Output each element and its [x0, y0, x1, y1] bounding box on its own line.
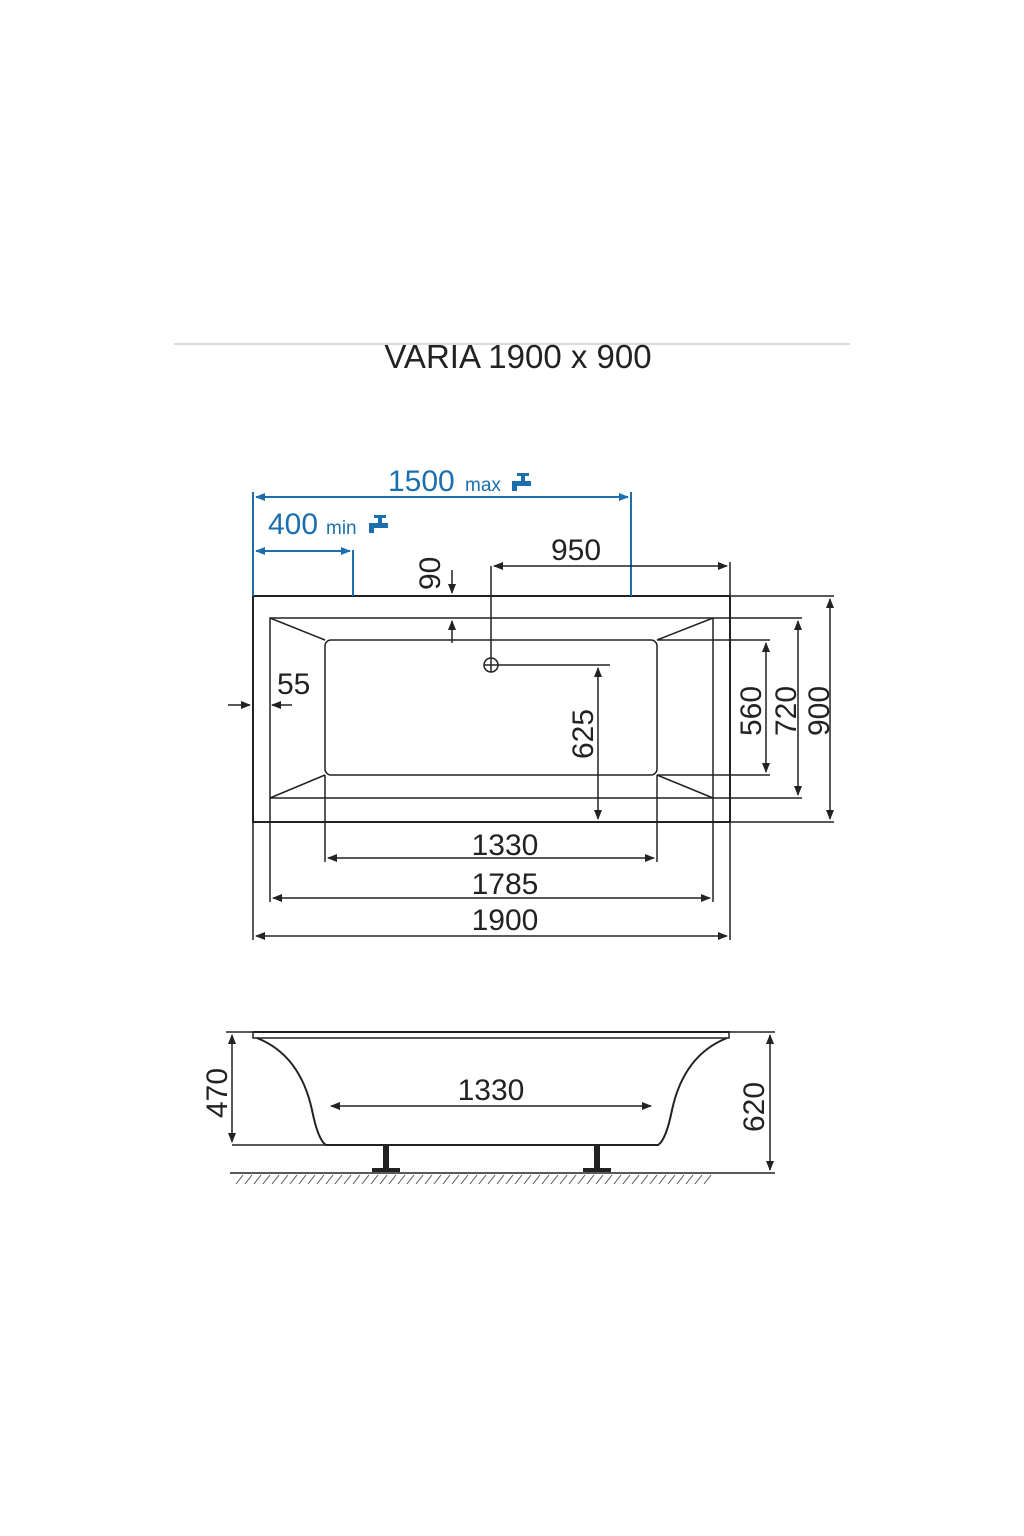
- hatch-mark: [397, 1174, 406, 1185]
- hatch-mark: [640, 1174, 649, 1185]
- hatch-mark: [703, 1174, 712, 1185]
- faucet-icon: [369, 515, 388, 533]
- drain-distance-label: 950: [551, 534, 601, 567]
- top-view: 1500 max 400 min 950 90 55: [228, 465, 836, 940]
- bevel-line: [656, 774, 714, 799]
- hatch-mark: [649, 1174, 658, 1185]
- hatch-mark: [541, 1174, 550, 1185]
- floor-hatch: [235, 1174, 712, 1185]
- hatch-mark: [523, 1174, 532, 1185]
- drain-offset-label: 90: [414, 557, 447, 590]
- hatch-mark: [298, 1174, 307, 1185]
- hatch-mark: [289, 1174, 298, 1185]
- hatch-mark: [496, 1174, 505, 1185]
- total-height-label: 620: [738, 1082, 771, 1132]
- drain-icon: [483, 657, 499, 673]
- hatch-mark: [658, 1174, 667, 1185]
- faucet-max-unit: max: [465, 475, 501, 496]
- hatch-mark: [379, 1174, 388, 1185]
- hatch-mark: [559, 1174, 568, 1185]
- hatch-mark: [361, 1174, 370, 1185]
- hatch-mark: [694, 1174, 703, 1185]
- rim-edge: [252, 1032, 730, 1039]
- hatch-mark: [577, 1174, 586, 1185]
- faucet-min-unit: min: [326, 518, 357, 539]
- tub-height-label: 470: [201, 1068, 234, 1118]
- hatch-mark: [244, 1174, 253, 1185]
- bevel-line: [656, 617, 714, 641]
- hatch-mark: [388, 1174, 397, 1185]
- hatch-mark: [406, 1174, 415, 1185]
- overall-length-label: 1900: [472, 904, 539, 937]
- inner-top-width-label: 720: [770, 686, 803, 736]
- hatch-mark: [685, 1174, 694, 1185]
- faucet-min-value: 400: [268, 508, 318, 541]
- hatch-mark: [271, 1174, 280, 1185]
- hatch-mark: [550, 1174, 559, 1185]
- foot: [583, 1145, 611, 1172]
- hatch-mark: [595, 1174, 604, 1185]
- hatch-mark: [343, 1174, 352, 1185]
- hatch-mark: [316, 1174, 325, 1185]
- hatch-mark: [532, 1174, 541, 1185]
- inner-bottom-width-label: 560: [735, 686, 768, 736]
- foot: [372, 1145, 400, 1172]
- hatch-mark: [433, 1174, 442, 1185]
- side-view: 1330 470 620: [201, 1031, 775, 1185]
- hatch-mark: [631, 1174, 640, 1185]
- hatch-mark: [586, 1174, 595, 1185]
- inner-bottom-length-label: 1330: [472, 829, 539, 862]
- hatch-mark: [676, 1174, 685, 1185]
- inner-top-length-label: 1785: [472, 868, 539, 901]
- drain-edge-label: 625: [567, 709, 600, 759]
- hatch-mark: [667, 1174, 676, 1185]
- hatch-mark: [451, 1174, 460, 1185]
- faucet-max-value: 1500: [388, 465, 455, 498]
- bevel-line: [269, 774, 326, 799]
- hatch-mark: [325, 1174, 334, 1185]
- hatch-mark: [469, 1174, 478, 1185]
- hatch-mark: [604, 1174, 613, 1185]
- hatch-mark: [442, 1174, 451, 1185]
- tub-profile: [256, 1037, 728, 1146]
- hatch-mark: [568, 1174, 577, 1185]
- hatch-mark: [307, 1174, 316, 1185]
- hatch-mark: [478, 1174, 487, 1185]
- hatch-mark: [352, 1174, 361, 1185]
- overall-width-label: 900: [803, 686, 836, 736]
- hatch-mark: [415, 1174, 424, 1185]
- hatch-mark: [424, 1174, 433, 1185]
- hatch-mark: [370, 1174, 379, 1185]
- hatch-mark: [460, 1174, 469, 1185]
- hatch-mark: [235, 1174, 244, 1185]
- hatch-mark: [253, 1174, 262, 1185]
- hatch-mark: [505, 1174, 514, 1185]
- rim-width-label: 55: [277, 668, 310, 701]
- hatch-mark: [487, 1174, 496, 1185]
- hatch-mark: [622, 1174, 631, 1185]
- hatch-mark: [613, 1174, 622, 1185]
- bevel-line: [269, 617, 326, 641]
- hatch-mark: [280, 1174, 289, 1185]
- side-bottom-length-label: 1330: [458, 1074, 525, 1107]
- hatch-mark: [514, 1174, 523, 1185]
- page-title: VARIA 1900 x 900: [384, 338, 651, 375]
- faucet-icon: [512, 473, 531, 491]
- hatch-mark: [334, 1174, 343, 1185]
- hatch-mark: [262, 1174, 271, 1185]
